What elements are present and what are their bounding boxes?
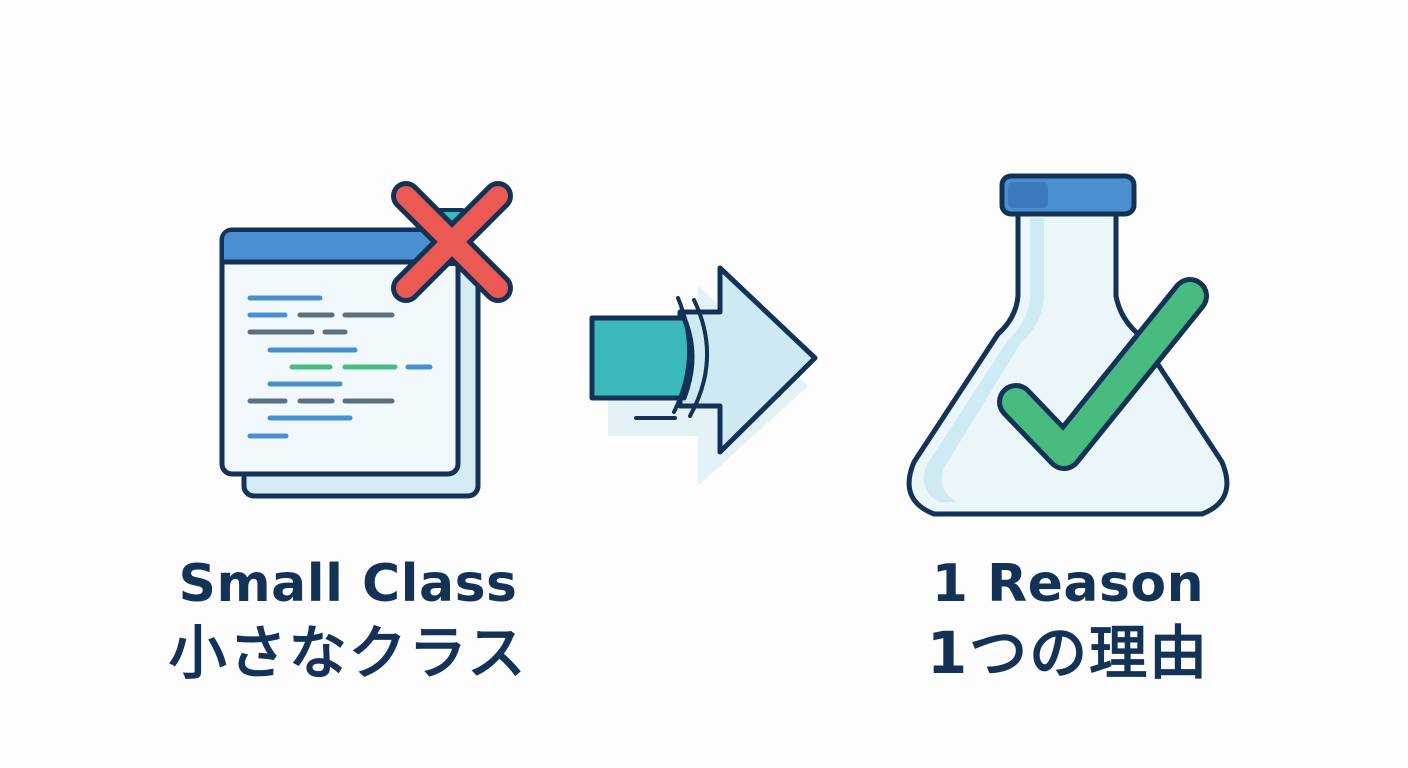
motion-arc — [672, 296, 691, 414]
one-reason-label: 1 Reason 1つの理由 — [818, 552, 1318, 690]
small-class-title-ja: 小さなクラス — [168, 619, 528, 687]
window-title-bar — [224, 232, 456, 262]
one-reason-title-en: 1 Reason — [931, 554, 1205, 614]
flask-icon — [906, 173, 1230, 517]
red-x-icon — [391, 181, 513, 303]
green-check-icon — [997, 277, 1209, 471]
right-arrow-icon — [589, 265, 818, 486]
one-reason-title-ja: 1つの理由 — [926, 619, 1210, 687]
small-class-title-en: Small Class — [178, 554, 518, 614]
flask-body — [906, 211, 1230, 517]
small-class-label: Small Class 小さなクラス — [98, 552, 598, 690]
flask-cap-shade — [1008, 182, 1048, 208]
motion-arc — [688, 298, 709, 418]
code-lines — [247, 295, 433, 439]
arrow-head — [677, 265, 818, 455]
flask-highlight — [923, 218, 1044, 502]
arrow-tail — [589, 315, 695, 401]
